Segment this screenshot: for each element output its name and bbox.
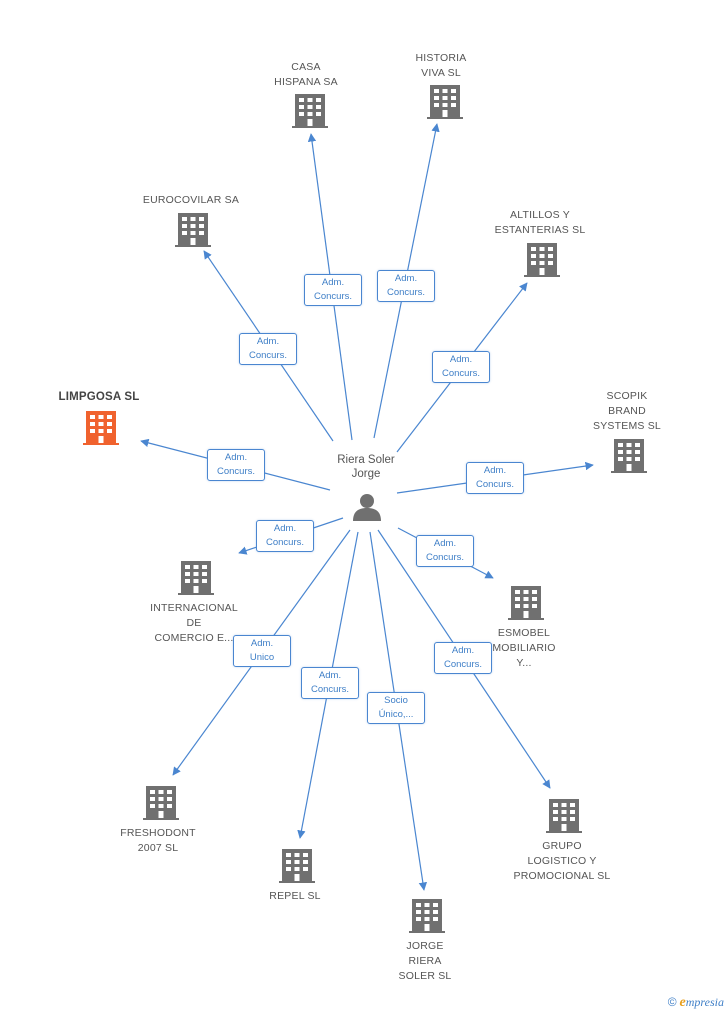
company-label-repel[interactable]: REPEL SL [269,890,321,902]
relation-label-repel: Adm. Concurs. [301,667,359,699]
building-icon[interactable] [143,786,179,820]
building-icon[interactable] [409,899,445,933]
company-label-freshodont[interactable]: FRESHODONT 2007 SL [120,827,196,854]
building-icon[interactable] [279,849,315,883]
building-icon[interactable] [178,561,214,595]
copyright-symbol: © [667,995,677,1009]
building-icon[interactable] [508,586,544,620]
relation-label-grupo-logistico: Adm. Concurs. [434,642,492,674]
building-icon[interactable] [611,439,647,473]
company-label-esmobel[interactable]: ESMOBEL MOBILIARIO Y... [492,627,556,669]
relation-label-eurocovilar: Adm. Concurs. [239,333,297,365]
building-icon[interactable] [524,243,560,277]
building-icon[interactable] [427,85,463,119]
company-label-internacional[interactable]: INTERNACIONAL DE COMERCIO E... [150,602,238,644]
person-icon[interactable] [352,492,382,522]
relation-label-internacional: Adm. Concurs. [256,520,314,552]
brand-name: mpresia [685,995,724,1009]
company-label-jorge-riera[interactable]: JORGE RIERA SOLER SL [398,940,452,982]
relation-label-limpgosa: Adm. Concurs. [207,449,265,481]
company-label-scopik[interactable]: SCOPIK BRAND SYSTEMS SL [593,390,661,432]
relation-label-esmobel: Adm. Concurs. [416,535,474,567]
company-label-historia-viva[interactable]: HISTORIA VIVA SL [415,52,467,79]
building-icon[interactable] [83,411,119,445]
relation-label-historia-viva: Adm. Concurs. [377,270,435,302]
relation-label-freshodont: Adm. Unico [233,635,291,667]
brand-initial: e [679,995,686,1010]
relation-label-casa-hispana: Adm. Concurs. [304,274,362,306]
company-label-limpgosa[interactable]: LIMPGOSA SL [58,391,140,403]
building-icon[interactable] [175,213,211,247]
building-icon[interactable] [546,799,582,833]
company-label-casa-hispana[interactable]: CASA HISPANA SA [274,61,338,88]
relation-label-altillos: Adm. Concurs. [432,351,490,383]
empresia-watermark[interactable]: ©empresia [668,995,724,1011]
relation-label-jorge-riera: Socio Único,... [367,692,425,724]
building-icon[interactable] [292,94,328,128]
relation-label-scopik: Adm. Concurs. [466,462,524,494]
company-label-altillos[interactable]: ALTILLOS Y ESTANTERIAS SL [494,209,586,236]
company-label-grupo-logistico[interactable]: GRUPO LOGISTICO Y PROMOCIONAL SL [513,840,611,882]
center-person-label[interactable]: Riera Soler Jorge [337,454,395,480]
company-label-eurocovilar[interactable]: EUROCOVILAR SA [142,194,240,206]
